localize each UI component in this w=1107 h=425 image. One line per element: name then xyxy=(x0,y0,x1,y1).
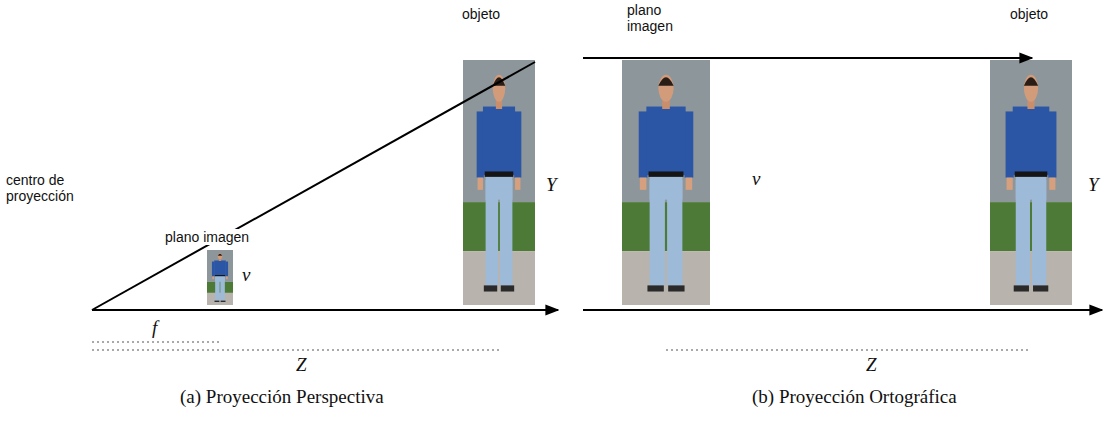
sub-caption: (a) Proyección Perspectiva xyxy=(180,386,384,408)
point-label: centro de proyección xyxy=(6,172,96,204)
image-plane-photo xyxy=(622,60,710,305)
projection-ray xyxy=(92,62,535,310)
math-symbol: v xyxy=(752,168,760,190)
depth-line xyxy=(666,350,1030,351)
projection-ray xyxy=(583,57,1032,59)
optical-axis xyxy=(583,309,1102,311)
math-symbol: Z xyxy=(866,354,877,376)
sub-caption: (b) Proyección Ortográfica xyxy=(752,386,957,408)
depth-line xyxy=(92,350,500,351)
plane-label: plano imagen xyxy=(627,2,687,34)
focal-length-line xyxy=(92,342,220,343)
math-symbol: Z xyxy=(296,354,307,376)
object-label: objeto xyxy=(1010,6,1048,22)
math-symbol: Y xyxy=(1088,174,1099,196)
object-photo xyxy=(990,60,1072,305)
object-label: objeto xyxy=(462,6,500,22)
math-symbol: Y xyxy=(546,174,557,196)
math-symbol: v xyxy=(242,264,250,286)
optical-axis xyxy=(92,309,558,311)
image-plane-photo xyxy=(207,250,233,305)
math-symbol: f xyxy=(152,317,157,339)
plane-label: plano imagen xyxy=(163,229,251,245)
